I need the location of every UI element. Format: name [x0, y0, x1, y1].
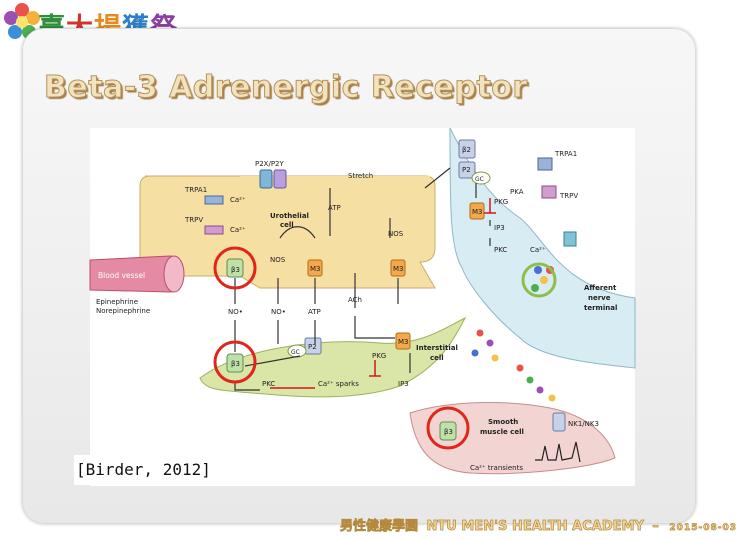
label-trpv: TRPV — [184, 216, 203, 224]
label-ip3: IP3 — [398, 380, 409, 388]
highlight-circle — [213, 340, 257, 384]
footer-chinese: 男性健康學園 — [340, 519, 419, 535]
label-ca-sparks: Ca²⁺ sparks — [318, 380, 359, 388]
footer-english: NTU MEN'S HEALTH ACADEMY — [426, 519, 644, 535]
vesicle-highlight-circle — [521, 262, 557, 298]
label-nos: NOS — [388, 230, 404, 238]
label-gc: GC — [475, 176, 484, 183]
label-no: NO• — [228, 308, 243, 316]
label-ca: Ca²⁺ — [230, 226, 246, 234]
footer-date: 2015-08-03 — [669, 523, 737, 534]
label-gc: GC — [291, 349, 300, 356]
label-beta3: β3 — [231, 266, 240, 274]
label-beta3: β3 — [444, 428, 453, 436]
label-trpv: TRPV — [559, 192, 578, 200]
label-interstitial-cell: cell — [430, 354, 444, 362]
label-smooth: Smooth — [488, 418, 518, 426]
label-pkc: PKC — [494, 246, 507, 254]
label-epinephrine: Epinephrine — [96, 298, 138, 306]
flower-logo-icon — [4, 3, 40, 39]
label-no: NO• — [271, 308, 286, 316]
label-ach: ACh — [348, 296, 362, 304]
receptor-diagram: P2X/P2Y Stretch TRPA1 Ca²⁺ TRPV Ca²⁺ Uro… — [89, 127, 636, 486]
label-atp: ATP — [308, 308, 321, 316]
label-stretch: Stretch — [348, 172, 373, 180]
label-m3: M3 — [310, 265, 321, 273]
label-m3: M3 — [398, 338, 409, 346]
label-p2: P2 — [462, 166, 471, 174]
label-ca-transients: Ca²⁺ transients — [470, 464, 523, 472]
label-urothelial: Urothelial — [270, 212, 309, 220]
label-blood-vessel: Blood vessel — [98, 271, 145, 280]
footer: 男性健康學園 NTU MEN'S HEALTH ACADEMY – 2015-0… — [340, 515, 737, 535]
label-afferent: Afferent — [584, 284, 617, 292]
citation: [Birder, 2012] — [74, 455, 216, 485]
label-pkg: PKG — [494, 198, 508, 206]
label-p2x-p2y: P2X/P2Y — [255, 160, 285, 168]
label-m3: M3 — [472, 208, 483, 216]
highlight-circle — [426, 406, 470, 450]
label-m3: M3 — [393, 265, 404, 273]
label-interstitial: Interstitial — [416, 344, 458, 352]
label-pkc: PKC — [262, 380, 275, 388]
label-muscle-cell: muscle cell — [480, 428, 524, 436]
label-atp: ATP — [328, 204, 341, 212]
label-beta2: β2 — [462, 146, 471, 154]
label-norepinephrine: Norepinephrine — [96, 307, 150, 315]
label-nk: NK1/NK3 — [568, 420, 599, 428]
label-trpa1: TRPA1 — [554, 150, 577, 158]
label-ca: Ca²⁺ — [230, 196, 246, 204]
label-terminal: terminal — [584, 304, 617, 312]
footer-separator: – — [652, 519, 659, 535]
label-trpa1: TRPA1 — [184, 186, 207, 194]
slide-title: Beta-3 Adrenergic Receptor — [44, 70, 528, 106]
label-nerve: nerve — [588, 294, 611, 302]
highlight-circle — [213, 246, 257, 290]
label-beta3: β3 — [231, 360, 240, 368]
label-pkg: PKG — [372, 352, 386, 360]
label-ip3: IP3 — [494, 224, 505, 232]
label-p2: P2 — [308, 343, 317, 351]
label-ca: Ca²⁺ — [530, 246, 546, 254]
label-urothelial-cell: cell — [280, 221, 294, 229]
label-pka: PKA — [510, 188, 524, 196]
label-nos: NOS — [270, 256, 286, 264]
